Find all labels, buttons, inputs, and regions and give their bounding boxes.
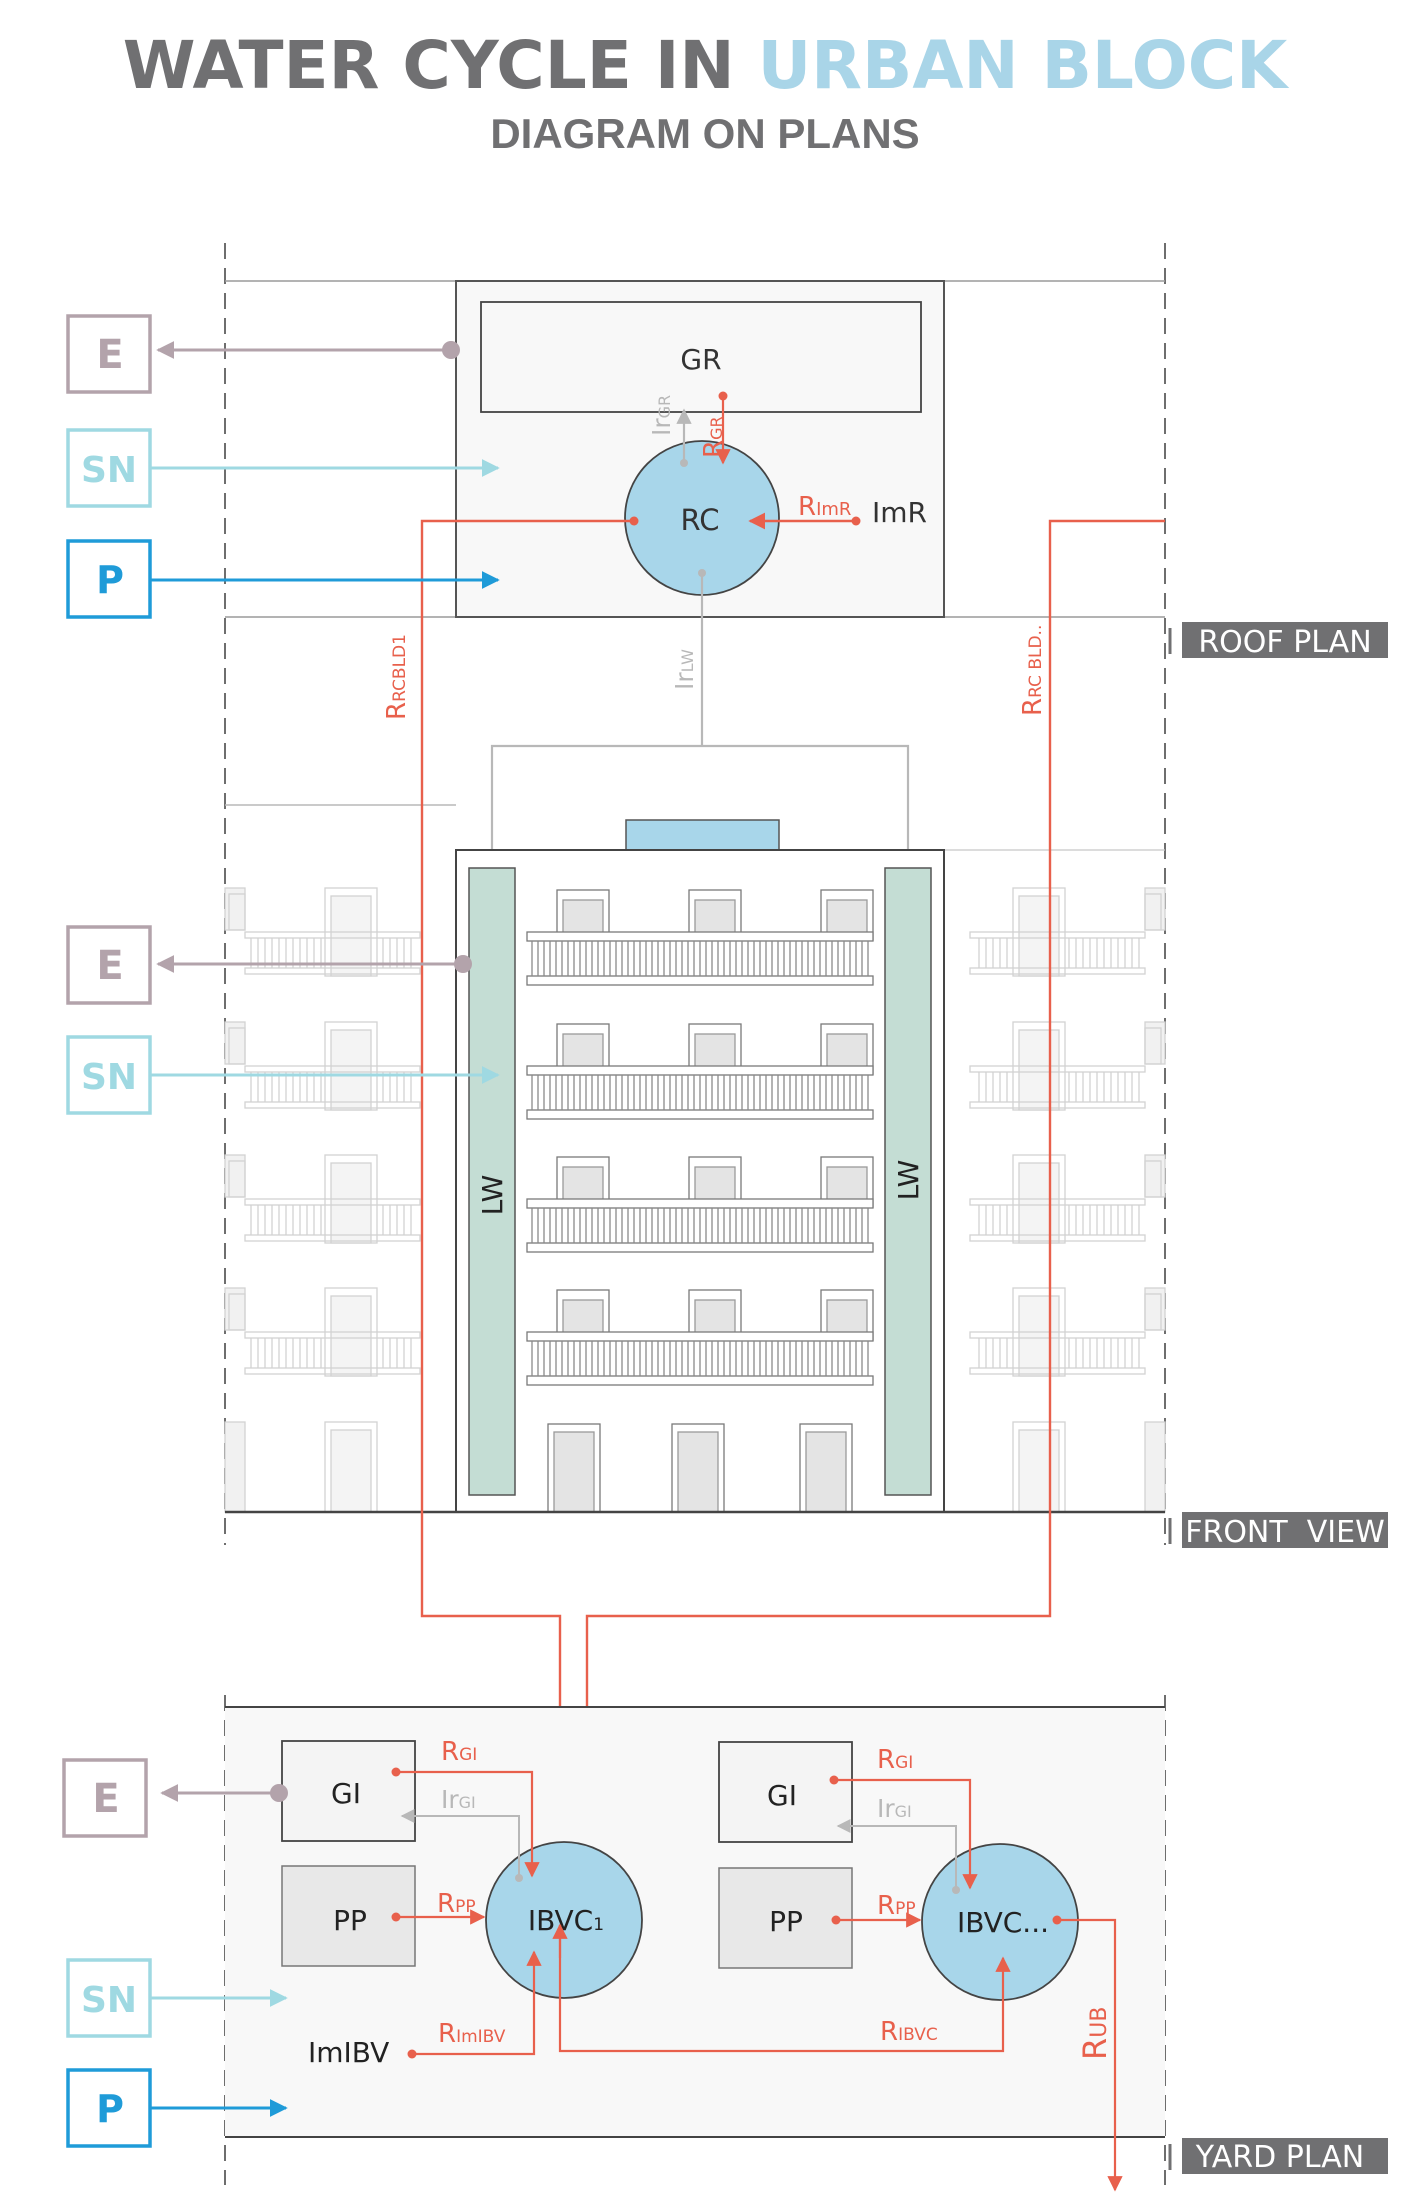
svg-text:SN: SN xyxy=(81,1057,137,1098)
rooftop-tank xyxy=(625,819,780,851)
sn-box-front: SN xyxy=(66,1035,152,1115)
r-pp-label-1: RPP xyxy=(437,1889,476,1919)
impervious-roof-label: ImR xyxy=(872,496,927,529)
diagram-title: WATER CYCLE IN URBAN BLOCK xyxy=(123,27,1290,104)
r-gi-label-1: RGI xyxy=(441,1737,477,1767)
living-wall-right xyxy=(884,867,932,1496)
front-view: LW LW xyxy=(224,804,1166,1514)
yard-plan-tag xyxy=(1182,2138,1388,2174)
e-box-roof: E xyxy=(66,314,152,394)
p-box-yard: P xyxy=(66,2068,152,2148)
permeable-paving-label-2: PP xyxy=(769,1905,803,1938)
r-ibvc-label: RIBVC xyxy=(880,2017,938,2047)
ir-gi-label-2: IrGI xyxy=(877,1794,912,1823)
living-wall-left-label: LW xyxy=(476,1175,509,1216)
r-gr-label: RGR xyxy=(699,416,729,458)
r-pp-label-2: RPP xyxy=(877,1891,916,1921)
ibvc1-label: IBVC1 xyxy=(528,1904,604,1937)
svg-text:E: E xyxy=(92,1776,119,1822)
r-gi-label-2: RGI xyxy=(877,1745,913,1775)
r-imibv-label: RImIBV xyxy=(438,2019,506,2049)
living-wall-right-label: LW xyxy=(892,1160,925,1201)
svg-text:SN: SN xyxy=(81,450,137,491)
green-infra-label-1: GI xyxy=(331,1777,361,1810)
ibvc2-node xyxy=(921,1843,1079,2001)
r-imr-label: RImR xyxy=(798,492,851,522)
r-rcbld1-label: RRCBLD1 xyxy=(382,634,412,720)
permeable-paving-label-1: PP xyxy=(333,1904,367,1937)
sn-box-yard: SN xyxy=(66,1958,152,2038)
ibvc2-label: IBVC... xyxy=(957,1906,1049,1939)
p-box-roof: P xyxy=(66,539,152,619)
living-wall-left xyxy=(468,867,516,1496)
green-roof-label: GR xyxy=(680,343,721,376)
e-box-yard: E xyxy=(62,1758,148,1838)
front-view-tag xyxy=(1182,1512,1388,1548)
yard-plan-tag-text: YARD PLAN xyxy=(1195,2140,1364,2175)
r-rcbld-label: RRC BLD.. xyxy=(1018,625,1048,716)
svg-text:P: P xyxy=(96,2087,124,2131)
roof-plan-tag xyxy=(1182,622,1388,658)
impervious-ibv-label: ImIBV xyxy=(308,2036,389,2069)
ir-gi-label-1: IrGI xyxy=(441,1785,476,1814)
diagram-subtitle: DIAGRAM ON PLANS xyxy=(490,110,919,157)
green-roof-box xyxy=(480,301,922,413)
svg-text:SN: SN xyxy=(81,1980,137,2021)
green-infra-box-2 xyxy=(718,1741,853,1843)
svg-text:P: P xyxy=(96,558,124,602)
green-infra-box-1 xyxy=(281,1740,416,1842)
ir-lw-label: IrLW xyxy=(670,649,699,690)
ir-gr-label: IrGR xyxy=(647,395,676,436)
permeable-paving-box-2 xyxy=(718,1867,853,1969)
yard-plan: GI PP IBVC1 ImIBV RGI IrGI RPP RImIBV GI… xyxy=(225,1706,1165,2192)
building-runoff-lines xyxy=(420,519,1165,1870)
green-infra-label-2: GI xyxy=(767,1779,797,1812)
e-box-front: E xyxy=(66,925,152,1005)
svg-text:E: E xyxy=(96,943,123,989)
roof-plan: GR RC ImR RImR RGR IrGR ROOF PLAN xyxy=(225,280,1165,618)
front-view-tag-text: FRONT VIEW xyxy=(1185,1515,1385,1550)
sn-box-roof: SN xyxy=(66,428,152,508)
svg-text:E: E xyxy=(96,332,123,378)
rain-collector-label: RC xyxy=(681,503,720,537)
ibvc1-node xyxy=(485,1841,643,1999)
roof-plan-tag-text: ROOF PLAN xyxy=(1198,625,1371,660)
r-ub-label: RUB xyxy=(1076,2007,1114,2060)
